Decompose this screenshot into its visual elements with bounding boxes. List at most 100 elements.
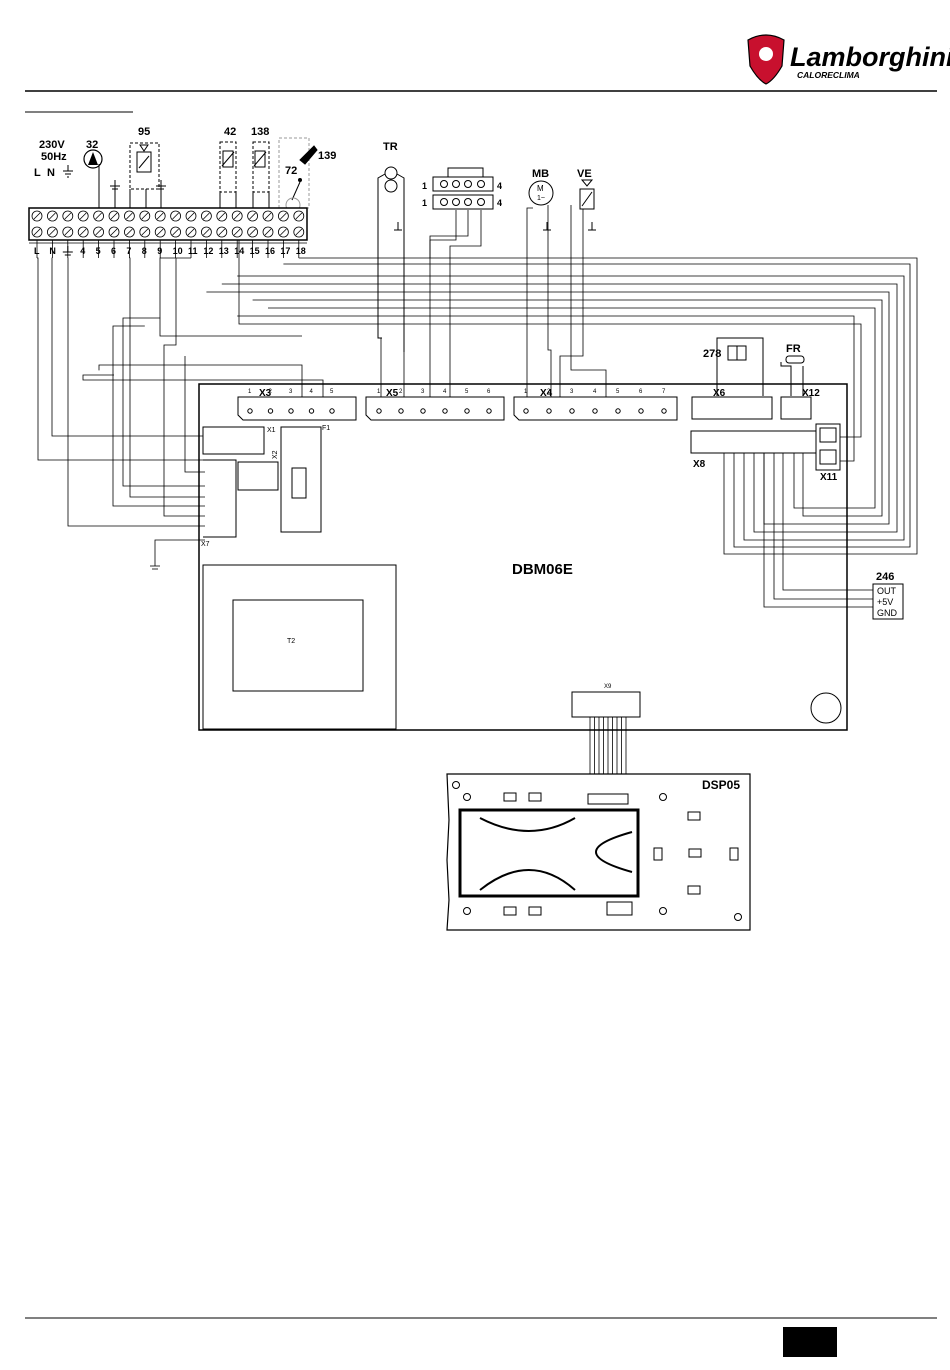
label-mb: MB <box>532 168 549 180</box>
x5-pin-label: 1 <box>377 389 381 395</box>
pin-dot <box>399 409 403 413</box>
mount-screw <box>660 794 667 801</box>
supply-frequency: 50Hz <box>41 151 67 163</box>
x5-pin-label: 3 <box>421 389 425 395</box>
mount-screw <box>735 914 742 921</box>
pin-dot <box>421 409 425 413</box>
display-button <box>504 793 516 801</box>
connector-x7 <box>203 460 236 537</box>
svg-text:1~: 1~ <box>537 195 545 202</box>
wire <box>37 258 205 460</box>
mb-ve-grounds <box>543 222 596 230</box>
supply-label-n: N <box>47 167 55 179</box>
terminal-label: 11 <box>188 246 198 256</box>
x3-pin-label: 1 <box>248 389 252 395</box>
x3-pin-label: 5 <box>330 389 334 395</box>
component-fr-symbol <box>781 356 804 396</box>
label-278: 278 <box>703 348 721 360</box>
pin-dot <box>248 409 252 413</box>
pin-dot <box>547 409 551 413</box>
terminal-label: L <box>34 246 40 256</box>
label-x5: X5 <box>386 388 399 399</box>
board-name: DBM06E <box>512 561 573 578</box>
mount-screw <box>464 908 471 915</box>
x5-pin-label: 4 <box>443 389 447 395</box>
label-valve-95: 95 <box>138 126 150 138</box>
label-ve: VE <box>577 168 592 180</box>
label-x6: X6 <box>713 388 726 399</box>
label-246-out: OUT <box>877 586 897 596</box>
label-tr: TR <box>383 141 398 153</box>
x5-pin-label: 6 <box>487 389 491 395</box>
pin-dot <box>639 409 643 413</box>
page-number-box <box>783 1327 837 1357</box>
fan-motor-mb-symbol: M 1~ <box>529 181 553 205</box>
wire <box>430 210 468 258</box>
pin-dot <box>377 409 381 413</box>
display-led <box>654 848 662 860</box>
mount-screw <box>464 794 471 801</box>
terminal-label: 16 <box>265 246 275 256</box>
pin-dot <box>524 409 528 413</box>
wire <box>129 258 205 497</box>
pin-dot <box>309 409 313 413</box>
gas-valve-pin-1b: 1 <box>422 198 427 208</box>
label-t2: T2 <box>287 638 295 645</box>
pin-dot <box>616 409 620 413</box>
supply-ground-icon <box>63 165 73 177</box>
terminal-label: 18 <box>296 246 306 256</box>
terminal-label: 10 <box>173 246 183 256</box>
board-mount-hole <box>811 693 841 723</box>
pin-dot <box>570 409 574 413</box>
label-x2: X2 <box>272 450 279 459</box>
x4-pin-label: 3 <box>570 389 574 395</box>
pin-dot <box>330 409 334 413</box>
label-component-138: 138 <box>251 126 269 138</box>
connector-x3 <box>238 397 356 420</box>
x4-pin-label: 7 <box>662 389 666 395</box>
terminal-label: 7 <box>126 246 131 256</box>
x3-pin-label: 2 <box>269 389 273 395</box>
display-board-dsp05 <box>447 774 750 930</box>
display-button <box>689 849 701 857</box>
terminal-label: 9 <box>157 246 162 256</box>
x5-pin-label: 2 <box>399 389 403 395</box>
label-fr: FR <box>786 343 801 355</box>
wire <box>527 208 533 397</box>
label-pump-32: 32 <box>86 139 98 151</box>
pin-dot <box>593 409 597 413</box>
label-f1: F1 <box>322 425 330 432</box>
wire <box>185 356 205 472</box>
pin-dot <box>465 409 469 413</box>
x3-pin-label: 4 <box>310 389 314 395</box>
gas-valve-connector <box>433 168 493 209</box>
valve-ground-icon <box>156 180 166 208</box>
x4-pin-label: 6 <box>639 389 643 395</box>
gas-valve-pin-4a: 4 <box>497 181 502 191</box>
mount-screw <box>453 782 460 789</box>
label-component-72: 72 <box>285 165 297 177</box>
display-name: DSP05 <box>702 778 740 792</box>
terminal-label: N <box>49 246 56 256</box>
x4-pin-label: 4 <box>593 389 597 395</box>
wire <box>155 540 205 566</box>
terminal-label: 17 <box>280 246 290 256</box>
pin-dot <box>443 409 447 413</box>
x5-pin-label: 5 <box>465 389 469 395</box>
sensor-42-symbol <box>220 142 236 208</box>
sensor-138-symbol <box>253 142 269 208</box>
terminal-label: 12 <box>203 246 213 256</box>
label-x9: X9 <box>604 684 612 690</box>
connector-x12 <box>781 397 811 419</box>
tr-ground-icon <box>394 222 402 230</box>
label-component-42: 42 <box>224 126 236 138</box>
valve-95-symbol <box>130 143 159 208</box>
label-x8: X8 <box>693 459 706 470</box>
label-x7: X7 <box>201 541 210 548</box>
svg-text:M: M <box>537 184 544 193</box>
terminal-label: 8 <box>142 246 147 256</box>
wire <box>560 209 583 397</box>
display-button <box>529 907 541 915</box>
